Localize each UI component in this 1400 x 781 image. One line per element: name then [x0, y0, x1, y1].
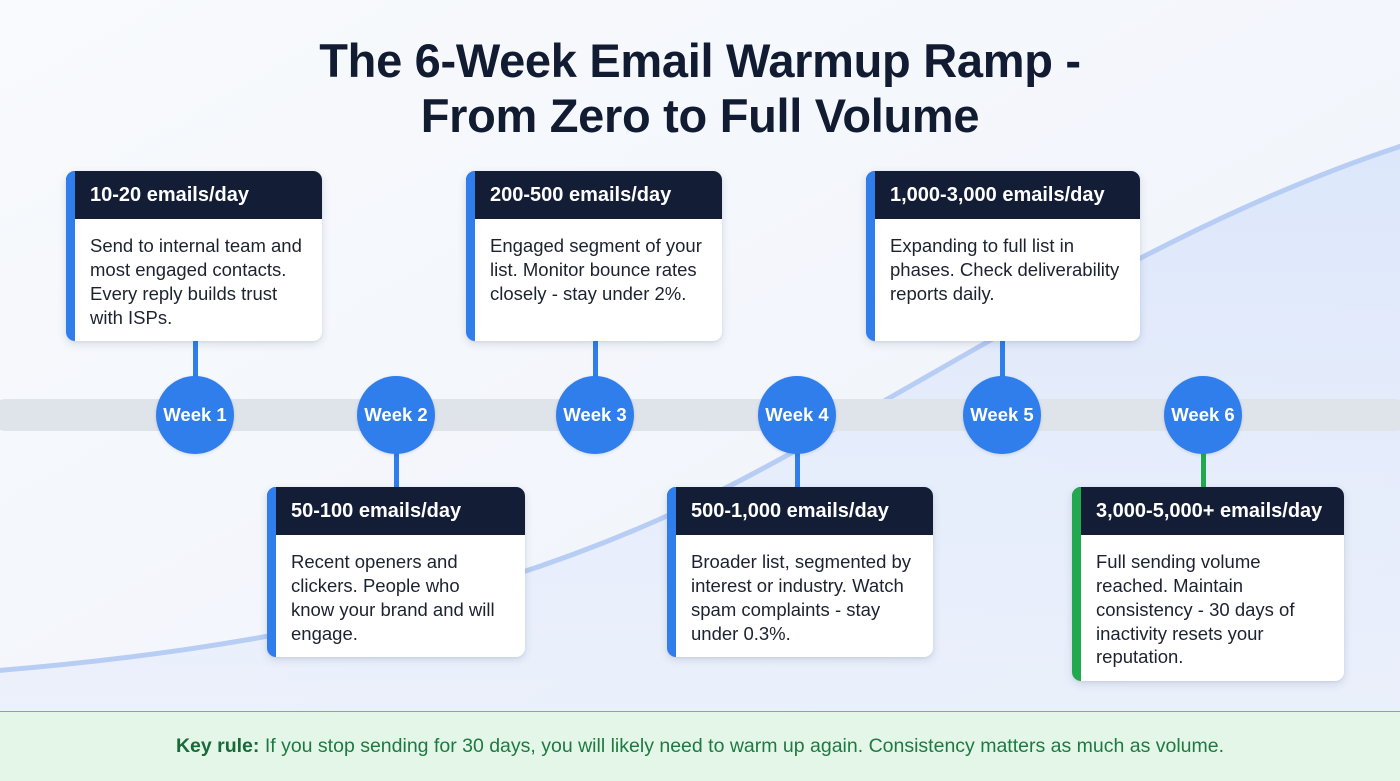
card-accent-bar — [466, 171, 475, 341]
card-accent-bar — [866, 171, 875, 341]
timeline-node-week-1[interactable]: Week 1 — [156, 376, 234, 454]
milestone-card-week-6[interactable]: 3,000-5,000+ emails/day Full sending vol… — [1072, 487, 1344, 681]
card-accent-bar — [267, 487, 276, 657]
week-node-label: Week 4 — [765, 404, 829, 425]
milestone-card-week-1[interactable]: 10-20 emails/day Send to internal team a… — [66, 171, 322, 341]
key-rule-banner: Key rule: If you stop sending for 30 day… — [0, 711, 1400, 781]
card-body-text: Recent openers and clickers. People who … — [291, 551, 495, 644]
card-body-text: Send to internal team and most engaged c… — [90, 235, 302, 328]
card-body-text: Full sending volume reached. Maintain co… — [1096, 551, 1295, 668]
card-body-text: Expanding to full list in phases. Check … — [890, 235, 1120, 304]
title-line-2: From Zero to Full Volume — [420, 88, 980, 142]
milestone-card-week-5[interactable]: 1,000-3,000 emails/day Expanding to full… — [866, 171, 1140, 341]
key-rule-text: Key rule: If you stop sending for 30 day… — [176, 735, 1224, 758]
week-node-label: Week 1 — [163, 404, 227, 425]
card-heading: 1,000-3,000 emails/day — [866, 171, 1140, 219]
milestone-card-week-2[interactable]: 50-100 emails/day Recent openers and cli… — [267, 487, 525, 657]
timeline-node-week-4[interactable]: Week 4 — [758, 376, 836, 454]
key-rule-label: Key rule: — [175, 734, 260, 757]
card-accent-bar — [1072, 487, 1081, 681]
milestone-card-week-3[interactable]: 200-500 emails/day Engaged segment of yo… — [466, 171, 722, 341]
card-accent-bar — [66, 171, 75, 341]
week-node-label: Week 2 — [364, 404, 428, 425]
title-line-1: The 6-Week Email Warmup Ramp - — [319, 34, 1081, 87]
timeline-node-week-5[interactable]: Week 5 — [963, 376, 1041, 454]
card-accent-bar — [667, 487, 676, 657]
card-heading: 500-1,000 emails/day — [667, 487, 933, 535]
card-heading: 3,000-5,000+ emails/day — [1072, 487, 1344, 535]
timeline-node-week-6[interactable]: Week 6 — [1164, 376, 1242, 454]
week-node-label: Week 3 — [563, 404, 627, 425]
timeline-node-week-3[interactable]: Week 3 — [556, 376, 634, 454]
milestone-card-week-4[interactable]: 500-1,000 emails/day Broader list, segme… — [667, 487, 933, 657]
card-heading: 50-100 emails/day — [267, 487, 525, 535]
timeline-node-week-2[interactable]: Week 2 — [357, 376, 435, 454]
page-title: The 6-Week Email Warmup Ramp - From Zero… — [0, 34, 1400, 143]
card-body-text: Broader list, segmented by interest or i… — [691, 551, 912, 644]
card-heading: 10-20 emails/day — [66, 171, 322, 219]
week-node-label: Week 6 — [1171, 404, 1235, 425]
week-node-label: Week 5 — [970, 404, 1034, 425]
card-heading: 200-500 emails/day — [466, 171, 722, 219]
card-body-text: Engaged segment of your list. Monitor bo… — [490, 235, 702, 304]
key-rule-body: If you stop sending for 30 days, you wil… — [259, 734, 1225, 757]
